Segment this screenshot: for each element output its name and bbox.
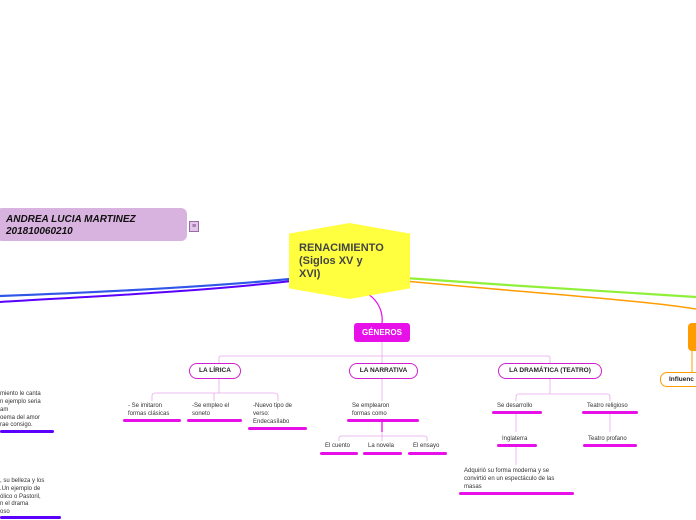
dramatica-developed-underline xyxy=(492,411,542,414)
lirica-item-2-line-2: soneto xyxy=(192,411,211,417)
left-branch-purple xyxy=(0,279,301,303)
dramatica-profane-underline xyxy=(583,444,637,447)
left-block-2-line-3: ólico o Pastoril, xyxy=(0,494,41,500)
dramatica-country-underline xyxy=(497,444,537,447)
narrativa-node[interactable]: LA NARRATIVA xyxy=(349,363,418,379)
narrativa-item-novela: La novela xyxy=(368,443,395,449)
central-topic-line-3: XVI) xyxy=(299,268,321,280)
dramatica-description-line-1: Adquirió su forma moderna y se xyxy=(464,468,550,474)
lirica-item-3-line-1: -Nuevo tipo de xyxy=(253,403,293,409)
left-block-1-line-1: miento le canta xyxy=(0,391,41,397)
central-topic-line-1: RENACIMIENTO xyxy=(299,242,384,254)
central-topic-node[interactable] xyxy=(289,223,410,299)
left-block-2-line-2: .Un ejemplo de xyxy=(0,486,41,492)
left-block-2-line-5: oso xyxy=(0,509,10,515)
note-icon[interactable]: ≡ xyxy=(189,221,199,232)
narrativa-intro-line-1: Se emplearon xyxy=(352,403,390,409)
dramatica-religious-underline xyxy=(582,411,638,414)
narrativa-item-cuento: El cuento xyxy=(325,443,351,449)
left-block-2-line-4: n el drama xyxy=(0,501,29,507)
lirica-item-1-line-1: - Se imitaron xyxy=(128,403,163,409)
lirica-item-3-line-2: verso: xyxy=(253,411,270,417)
left-block-2-line-1: , su belleza y los xyxy=(0,478,45,484)
central-topic-line-2: (Siglos XV y xyxy=(299,255,363,267)
right-branch-orange xyxy=(404,280,696,310)
author-code: 201810060210 xyxy=(6,226,73,237)
influence-node[interactable]: Influenc xyxy=(660,372,696,387)
right-branch-green xyxy=(404,276,696,299)
narrativa-intro-underline xyxy=(347,419,419,422)
lirica-item-1-line-2: formas clásicas xyxy=(128,411,170,417)
dramatica-country: Inglaterra xyxy=(502,436,528,442)
left-block-1-line-3: am xyxy=(0,407,9,413)
lirica-item-1-underline xyxy=(123,419,181,422)
lirica-item-3-line-3: Endecasílabo xyxy=(253,419,290,425)
generos-node[interactable]: GÉNEROS xyxy=(354,323,410,342)
dramatica-religious: Teatro religioso xyxy=(587,403,628,409)
left-block-1-line-2: n ejemplo seria xyxy=(0,399,41,405)
dramatica-description-line-3: masas xyxy=(464,484,482,490)
dramatica-developed: Se desarrollo xyxy=(497,403,533,409)
orange-topic-node[interactable] xyxy=(688,323,696,351)
dramatica-description-underline xyxy=(459,492,574,495)
left-block-2-underline xyxy=(0,516,61,519)
lirica-item-2-underline xyxy=(187,419,242,422)
left-block-1-underline xyxy=(0,430,54,433)
lirica-item-2-line-1: -Se empleo el xyxy=(192,403,230,409)
narrativa-item-ensayo-underline xyxy=(408,452,447,455)
author-node[interactable] xyxy=(0,208,187,241)
narrativa-item-cuento-underline xyxy=(320,452,358,455)
narrativa-item-novela-underline xyxy=(363,452,402,455)
author-name: ANDREA LUCIA MARTINEZ xyxy=(6,214,136,225)
branch-to-generos xyxy=(367,293,383,324)
left-block-1-line-5: rae consigo. xyxy=(0,422,33,428)
dramatica-node[interactable]: LA DRAMÁTICA (TEATRO) xyxy=(498,363,602,379)
narrativa-intro-line-2: formas como xyxy=(352,411,387,417)
left-block-1-line-4: oema del amor xyxy=(0,415,41,421)
dramatica-profane: Teatro profano xyxy=(588,436,627,442)
lirica-item-3-underline xyxy=(248,427,307,430)
lirica-node[interactable]: LA LÍRICA xyxy=(189,363,241,379)
dramatica-description-line-2: convirtió en un espectáculo de las xyxy=(464,476,555,482)
left-branch-blue xyxy=(0,276,301,298)
narrativa-item-ensayo: El ensayo xyxy=(413,443,440,449)
